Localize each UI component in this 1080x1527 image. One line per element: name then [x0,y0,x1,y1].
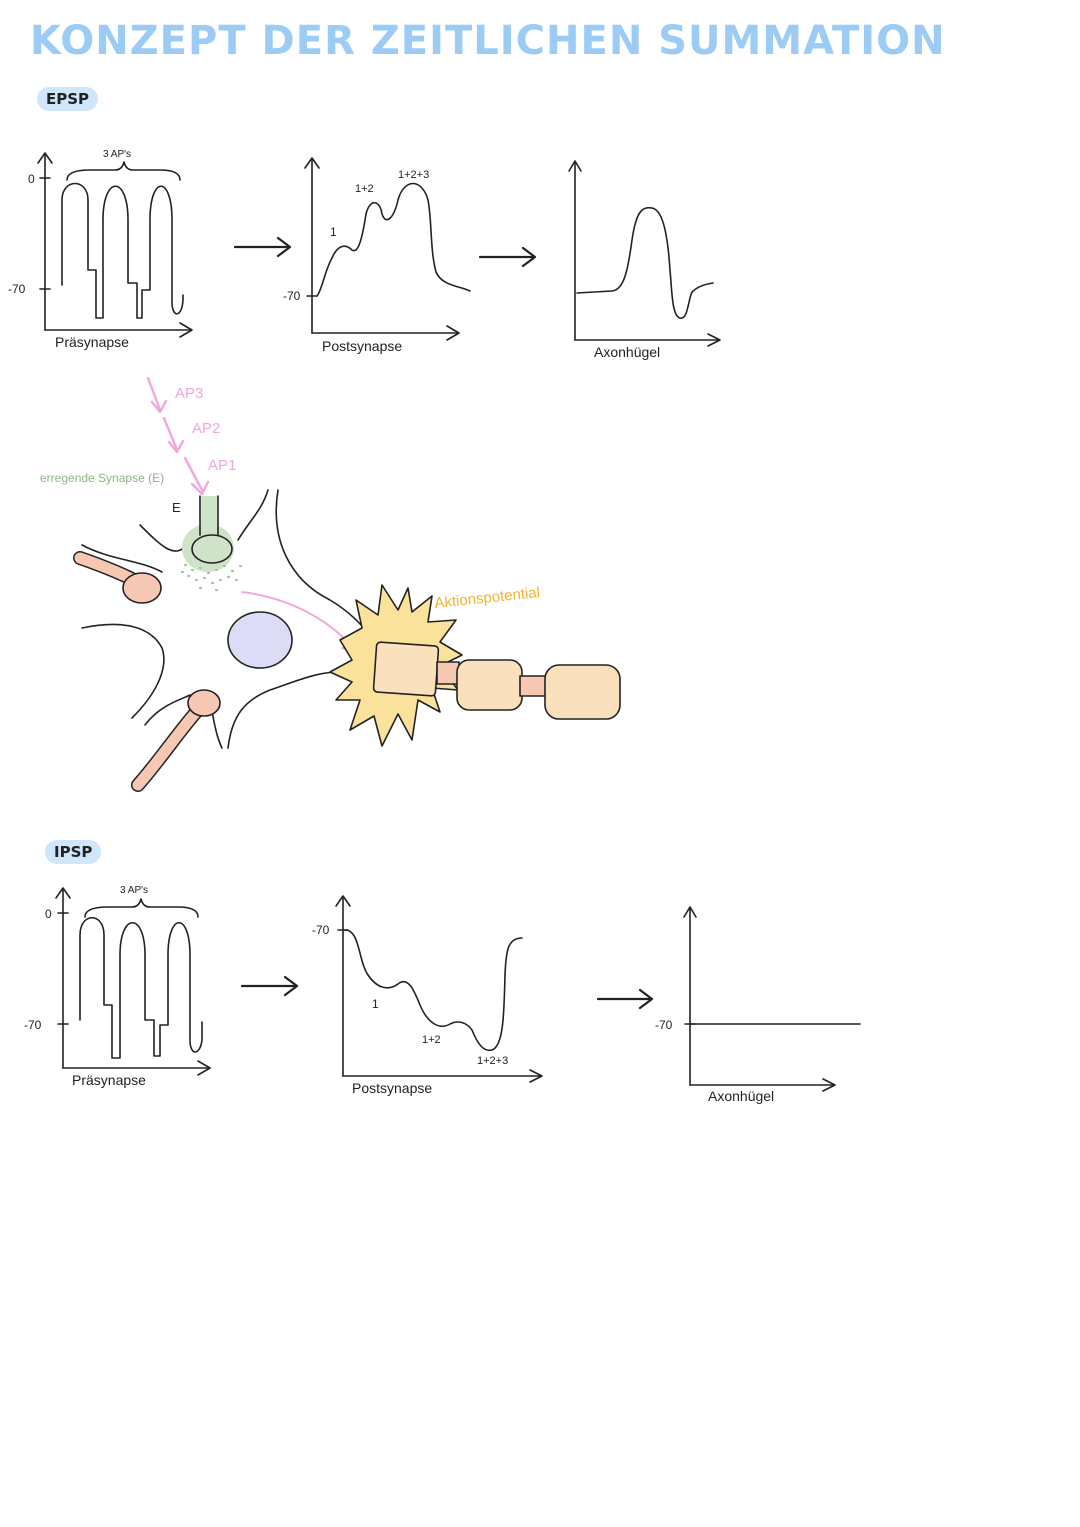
ipsp-post-y70-label: -70 [312,923,330,937]
ipsp-pre-y-arrow [55,887,71,899]
epsp-post-y-arrow [304,157,320,169]
myelin-segment-2 [544,664,621,720]
neuron-illustration: AP3 AP2 AP1 erregende Synapse (E) E [40,376,621,792]
epsp-postsynapse-graph: -70 1 1+2 1+2+3 Postsynapse [283,157,471,354]
epsp-pre-trace [61,182,184,319]
epsp-arrow-1 [233,236,292,258]
ipsp-pre-y70-label: -70 [24,1018,42,1032]
action-potential-label: Aktionspotential [434,584,541,612]
ipsp-pre-y0-label: 0 [45,907,52,921]
soma-outline-lower-right [227,670,351,749]
epsp-post-xlabel: Postsynapse [322,338,402,354]
epsp-post-x-arrow [446,325,460,341]
ipsp-pre-x-arrow [197,1060,211,1076]
ipsp-pre-xlabel: Präsynapse [72,1072,146,1088]
ipsp-axon-x-arrow [822,1078,836,1092]
nucleus [227,611,293,669]
soma-outline-bottom-2 [211,709,223,749]
ap2-label: AP2 [192,420,220,437]
ap3-label: AP3 [175,385,203,402]
left-terminal-bulb [122,572,162,604]
ap-arrow-2 [162,416,185,454]
ipsp-post-y-arrow [335,895,351,907]
ipsp-axon-y-arrow [683,906,697,918]
epsp-axon-x-arrow [707,333,721,347]
soma-outline-bottom [144,694,191,726]
epsp-post-peak2: 1+2 [355,183,374,195]
epsp-badge: EPSP [37,87,99,111]
epsp-pre-xlabel: Präsynapse [55,334,129,350]
soma-outline-top [81,544,163,573]
ipsp-axon-xlabel: Axonhügel [708,1088,774,1104]
ipsp-badge: IPSP [45,840,102,864]
bottom-terminal-bulb [187,689,221,717]
epsp-post-trace [316,182,471,297]
page-title: KONZEPT DER ZEITLICHEN SUMMATION [30,18,946,64]
epsp-axon-y-arrow [568,160,582,172]
synapse-stalk-fill [201,496,217,538]
ipsp-arrow-2 [596,988,654,1010]
ipsp-postsynapse-graph: -70 1 1+2 1+2+3 Postsynapse [312,895,543,1096]
synapse-label: erregende Synapse (E) [40,471,164,485]
bottom-terminal-stalk-fill [132,704,204,791]
ap-arrow-1 [183,456,210,496]
epsp-praesynapse-graph: 0 -70 3 AP's Präsynapse [8,149,193,350]
ipsp-post-dip1: 1 [372,997,379,1011]
epsp-pre-brace [66,161,181,181]
epsp-axon-trace [576,206,714,319]
epsp-post-peak3: 1+2+3 [398,169,429,181]
ipsp-pre-trace [79,917,203,1059]
axon-node-2 [519,675,549,697]
ipsp-pre-brace [84,898,199,918]
ap1-label: AP1 [208,457,236,474]
epsp-axon-xlabel: Axonhügel [594,344,660,360]
ipsp-axonhuegel-graph: -70 Axonhügel [655,906,861,1104]
ipsp-post-dip2: 1+2 [422,1034,441,1046]
ipsp-arrow-1 [240,975,299,997]
epsp-post-y70-label: -70 [283,289,301,303]
ipsp-post-xlabel: Postsynapse [352,1080,432,1096]
synapse-bulb [191,534,233,564]
epsp-pre-y-arrow [37,152,53,164]
soma-outline-left [81,623,165,719]
ipsp-axon-y70-label: -70 [655,1018,673,1032]
axon-node-1 [436,661,460,685]
soma-outline-upper-right [237,489,269,541]
epsp-arrow-2 [478,246,537,268]
myelin-segment-1 [456,659,523,711]
ipsp-pre-brace-label: 3 AP's [120,885,148,896]
epsp-post-peak1: 1 [330,225,337,239]
ipsp-praesynapse-graph: 0 -70 3 AP's Präsynapse [24,885,211,1088]
soma-outline-upper-left [139,524,187,552]
ap-arrow-3 [146,376,168,414]
epsp-pre-x-arrow [179,322,193,338]
axon-hillock [372,641,440,697]
ipsp-post-dip3: 1+2+3 [477,1055,508,1067]
ipsp-post-x-arrow [529,1069,543,1083]
e-label: E [172,500,181,515]
epsp-pre-y70-label: -70 [8,282,26,296]
ipsp-post-trace [344,929,523,1052]
epsp-pre-brace-label: 3 AP's [103,149,131,160]
epsp-axonhuegel-graph: Axonhügel [568,160,721,360]
synapse-stalk [199,495,219,536]
neurotransmitter-dots [180,563,243,592]
epsp-pre-y0-label: 0 [28,172,35,186]
